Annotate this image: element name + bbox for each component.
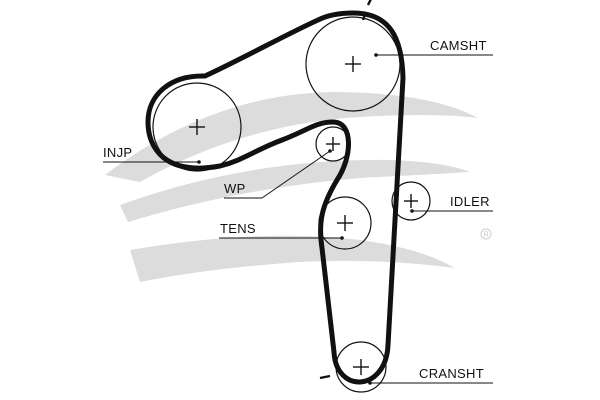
callout-water-pump: WP <box>224 149 332 199</box>
timing-belt <box>145 10 406 385</box>
watermark-swoosh-middle <box>120 159 470 222</box>
pulley-injection-pump <box>152 82 242 172</box>
callout-camshaft: CAMSHT <box>374 38 493 57</box>
label-water-pump: WP <box>224 181 246 196</box>
callout-idler: IDLER <box>410 194 493 213</box>
watermark-swoosh-top <box>105 92 478 182</box>
callout-crankshaft: CRANSHT <box>368 366 493 385</box>
camshaft-timing-mark-lower <box>361 11 368 21</box>
camshaft-timing-mark <box>366 0 372 6</box>
callout-injection-pump: INJP <box>103 145 201 164</box>
label-tensioner: TENS <box>220 221 256 236</box>
label-injection-pump: INJP <box>103 145 132 160</box>
crankshaft-timing-mark <box>319 374 331 380</box>
registered-mark-circle <box>480 228 492 240</box>
pulley-idler <box>391 181 431 221</box>
pulley-crankshaft <box>335 341 387 393</box>
label-crankshaft: CRANSHT <box>419 366 484 381</box>
callout-tensioner: TENS <box>219 221 344 240</box>
watermark-swoosh-bottom <box>130 235 455 282</box>
registered-mark-letter: R <box>484 232 489 239</box>
gates-watermark: R <box>105 92 492 282</box>
label-idler: IDLER <box>450 194 490 209</box>
label-camshaft: CAMSHT <box>430 38 487 53</box>
